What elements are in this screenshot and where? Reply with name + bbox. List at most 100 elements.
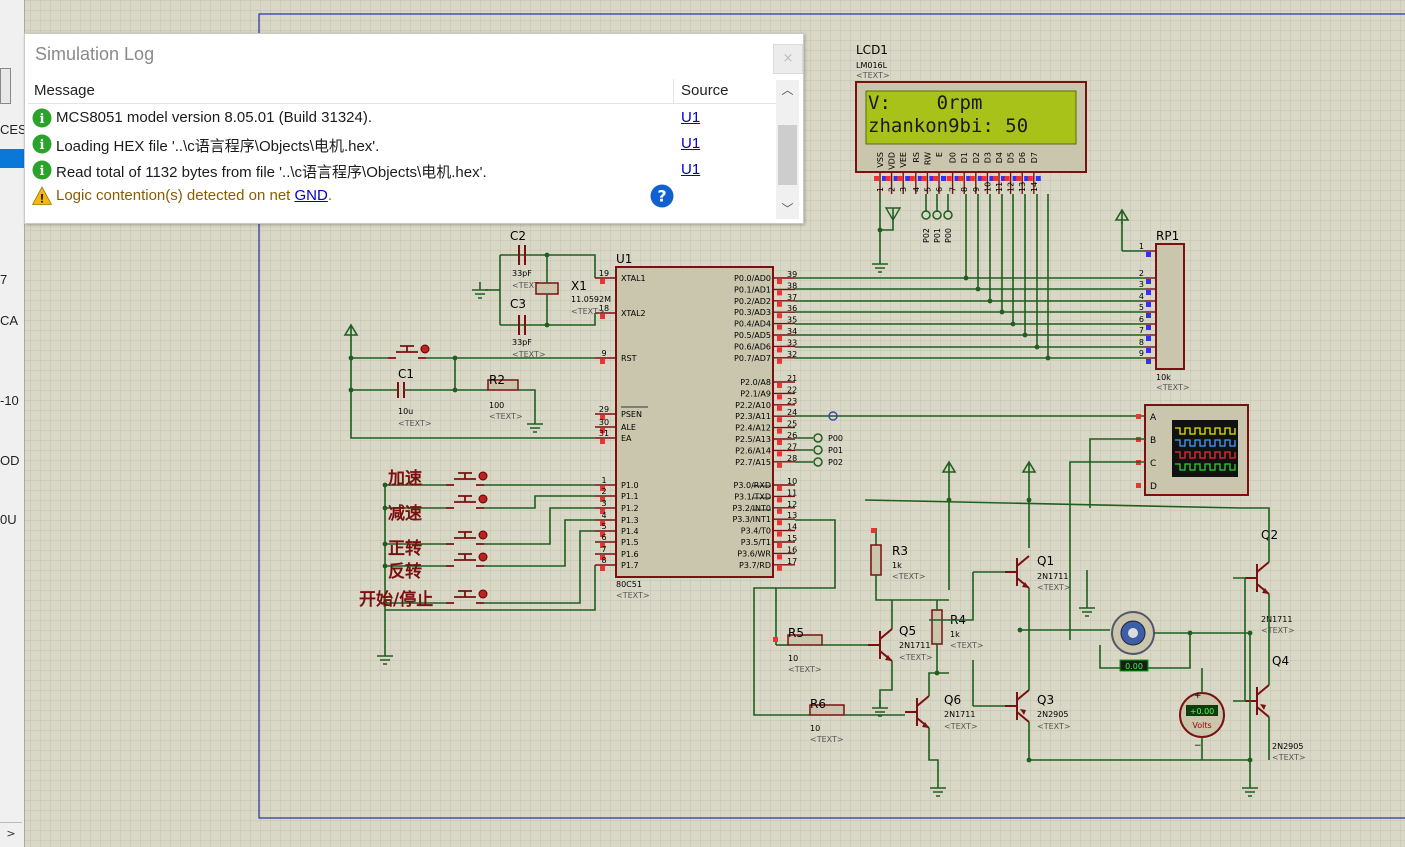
transistor-q4[interactable] (1245, 684, 1270, 718)
log-message: Loading HEX file '..\c语言程序\Objects\电机.he… (56, 138, 380, 155)
wire[interactable] (928, 728, 939, 780)
column-separator[interactable] (673, 79, 674, 103)
scroll-thumb[interactable] (778, 125, 797, 185)
wire[interactable] (1148, 633, 1191, 669)
side-selected-row[interactable] (0, 149, 24, 168)
wire[interactable] (484, 507, 595, 545)
log-source-link[interactable]: U1 (681, 109, 701, 126)
log-scrollbar[interactable]: ︿ ﹀ (776, 80, 799, 219)
button-knob-icon[interactable] (478, 530, 488, 540)
button-knob-icon[interactable] (478, 552, 488, 562)
log-row[interactable]: i Read total of 1132 bytes from file '..… (28, 157, 776, 183)
voltmeter-display (1186, 705, 1218, 716)
mcu-pin-label: P3.6/WR (737, 549, 771, 558)
transistor-q3[interactable] (1005, 689, 1030, 723)
button-knob-icon[interactable] (478, 589, 488, 599)
mcu-pin-number: 23 (787, 397, 797, 406)
scope-channel-label: C (1150, 459, 1156, 469)
column-source[interactable]: Source (681, 82, 729, 99)
pin-marker (777, 347, 782, 353)
scope-channel-label: A (1150, 413, 1157, 423)
wire[interactable] (500, 313, 596, 326)
wire[interactable] (864, 499, 1241, 509)
wire[interactable] (1099, 645, 1120, 669)
pin-marker (893, 176, 899, 181)
mcu-pin-number: 7 (601, 545, 606, 554)
wire[interactable] (350, 339, 595, 439)
wire[interactable] (484, 530, 595, 604)
wire[interactable] (1089, 438, 1145, 508)
resistor-r3[interactable] (870, 544, 882, 576)
wire[interactable] (1069, 461, 1145, 640)
transistor-q6[interactable] (905, 695, 930, 729)
warning-icon: ! (32, 186, 52, 206)
text-placeholder: <TEXT> (1037, 722, 1071, 731)
wire[interactable] (928, 672, 949, 696)
net-link[interactable]: GND (294, 187, 328, 204)
wire[interactable] (880, 208, 894, 231)
transistor-q5[interactable] (868, 628, 893, 662)
wire[interactable] (929, 572, 974, 621)
close-button[interactable]: × (773, 44, 803, 74)
resistor-r6[interactable] (809, 704, 845, 716)
p1-button-3[interactable] (446, 553, 484, 567)
side-scroll-arrow[interactable]: > (0, 822, 22, 845)
help-icon[interactable]: ? (650, 184, 674, 208)
column-message[interactable]: Message (34, 82, 95, 99)
pin-marker (989, 176, 995, 181)
capacitor-c2-icon[interactable] (518, 245, 526, 265)
log-source-link[interactable]: U1 (681, 161, 701, 178)
button-knob-icon[interactable] (478, 471, 488, 481)
r2-ref: R2 (489, 373, 505, 387)
wire[interactable] (875, 575, 949, 601)
pin-marker (777, 417, 782, 423)
log-row-warning[interactable]: ! Logic contention(s) detected on net GN… (28, 183, 776, 209)
junction-dot (544, 252, 550, 258)
wire[interactable] (879, 661, 893, 708)
transistor-q1[interactable] (1005, 555, 1030, 589)
resistor-r5[interactable] (787, 634, 823, 646)
lcd-pin-number: 9 (972, 187, 981, 192)
simulation-log-window[interactable]: Simulation Log × Message Source i MCS805… (24, 33, 804, 224)
pin-marker (1024, 176, 1030, 181)
wire[interactable] (518, 389, 536, 416)
wire[interactable] (1233, 577, 1246, 702)
mcu-pin-number: 37 (787, 293, 797, 302)
wire[interactable] (753, 587, 810, 716)
junction-dot (1026, 497, 1032, 503)
mcu-body[interactable] (615, 266, 774, 578)
lcd-pin-label: E (935, 152, 944, 157)
log-row[interactable]: i Loading HEX file '..\c语言程序\Objects\电机.… (28, 131, 776, 157)
p1-button-4[interactable] (446, 590, 484, 604)
resistor-r4[interactable] (931, 609, 943, 645)
transistor-q2[interactable] (1245, 561, 1270, 595)
scroll-down-icon[interactable]: ﹀ (781, 202, 794, 216)
wire[interactable] (500, 254, 596, 278)
p1-button-2[interactable] (446, 531, 484, 545)
button-knob-icon[interactable] (478, 494, 488, 504)
crystal-x1[interactable] (535, 282, 559, 295)
log-row[interactable]: i MCS8051 model version 8.05.01 (Build 3… (28, 105, 776, 131)
scroll-up-icon[interactable]: ︿ (781, 83, 794, 97)
probe-icon (813, 445, 823, 455)
mcu-pin-label: P2.6/A14 (735, 446, 771, 455)
capacitor-c3-icon[interactable] (518, 315, 526, 335)
log-source-link[interactable]: U1 (681, 135, 701, 152)
button-knob-icon[interactable] (420, 344, 430, 354)
p1-button-0[interactable] (446, 472, 484, 486)
resistor-r2[interactable] (487, 379, 519, 391)
rp1-body[interactable] (1155, 243, 1185, 370)
wire[interactable] (484, 519, 595, 567)
mcu-pin-number: 22 (787, 385, 797, 394)
wire[interactable] (484, 495, 595, 509)
mcu-pin-number: 5 (601, 522, 606, 531)
reset-button[interactable] (388, 345, 426, 359)
mcu-pin-label: P0.0/AD0 (734, 274, 771, 283)
wire[interactable] (1240, 507, 1270, 562)
pin-marker (1136, 483, 1141, 488)
wire[interactable] (775, 519, 836, 645)
p1-button-1[interactable] (446, 495, 484, 509)
side-tool-button[interactable] (0, 68, 11, 104)
wire[interactable] (385, 565, 596, 611)
ground-icon (872, 707, 888, 717)
